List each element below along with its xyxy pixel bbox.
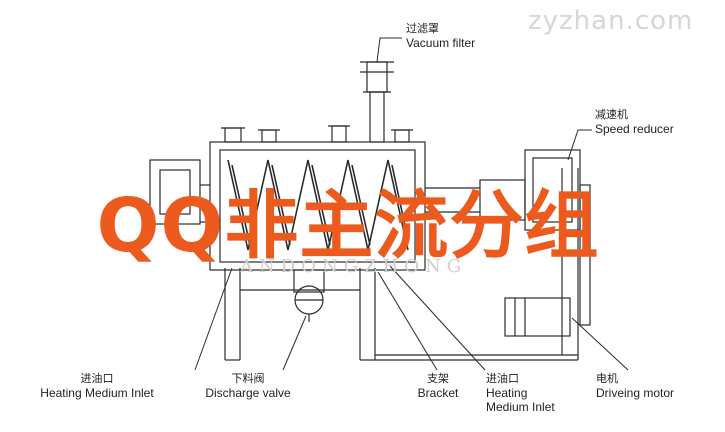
label-speed-reducer: 减速机 Speed reducer [595, 109, 674, 136]
agitator-ribbon [227, 159, 409, 251]
watermark-text: zyzhan.com [528, 6, 694, 36]
watermark-logo-text: ANDONGZHONG [240, 256, 468, 277]
label-discharge-valve: 下料阀 Discharge valve [205, 373, 291, 400]
label-driving-motor: 电机 Driveing motor [596, 373, 675, 400]
drive-unit [504, 149, 591, 337]
top-nozzles [221, 125, 413, 143]
label-heating-inlet-left: 进油口 Heating Medium Inlet [40, 373, 154, 400]
vacuum-filter-column [360, 61, 394, 143]
label-bracket: 支架 Bracket [417, 373, 459, 400]
mixer-drum [149, 141, 526, 271]
overlay-title: QQ非主流分组 [96, 183, 600, 269]
leader-lines [194, 37, 629, 371]
label-vacuum-filter: 过滤罩 Vacuum filter [406, 23, 476, 50]
discharge-valve [293, 269, 325, 322]
label-heating-inlet-right: 进油口 Heating Medium Inlet [486, 373, 555, 414]
